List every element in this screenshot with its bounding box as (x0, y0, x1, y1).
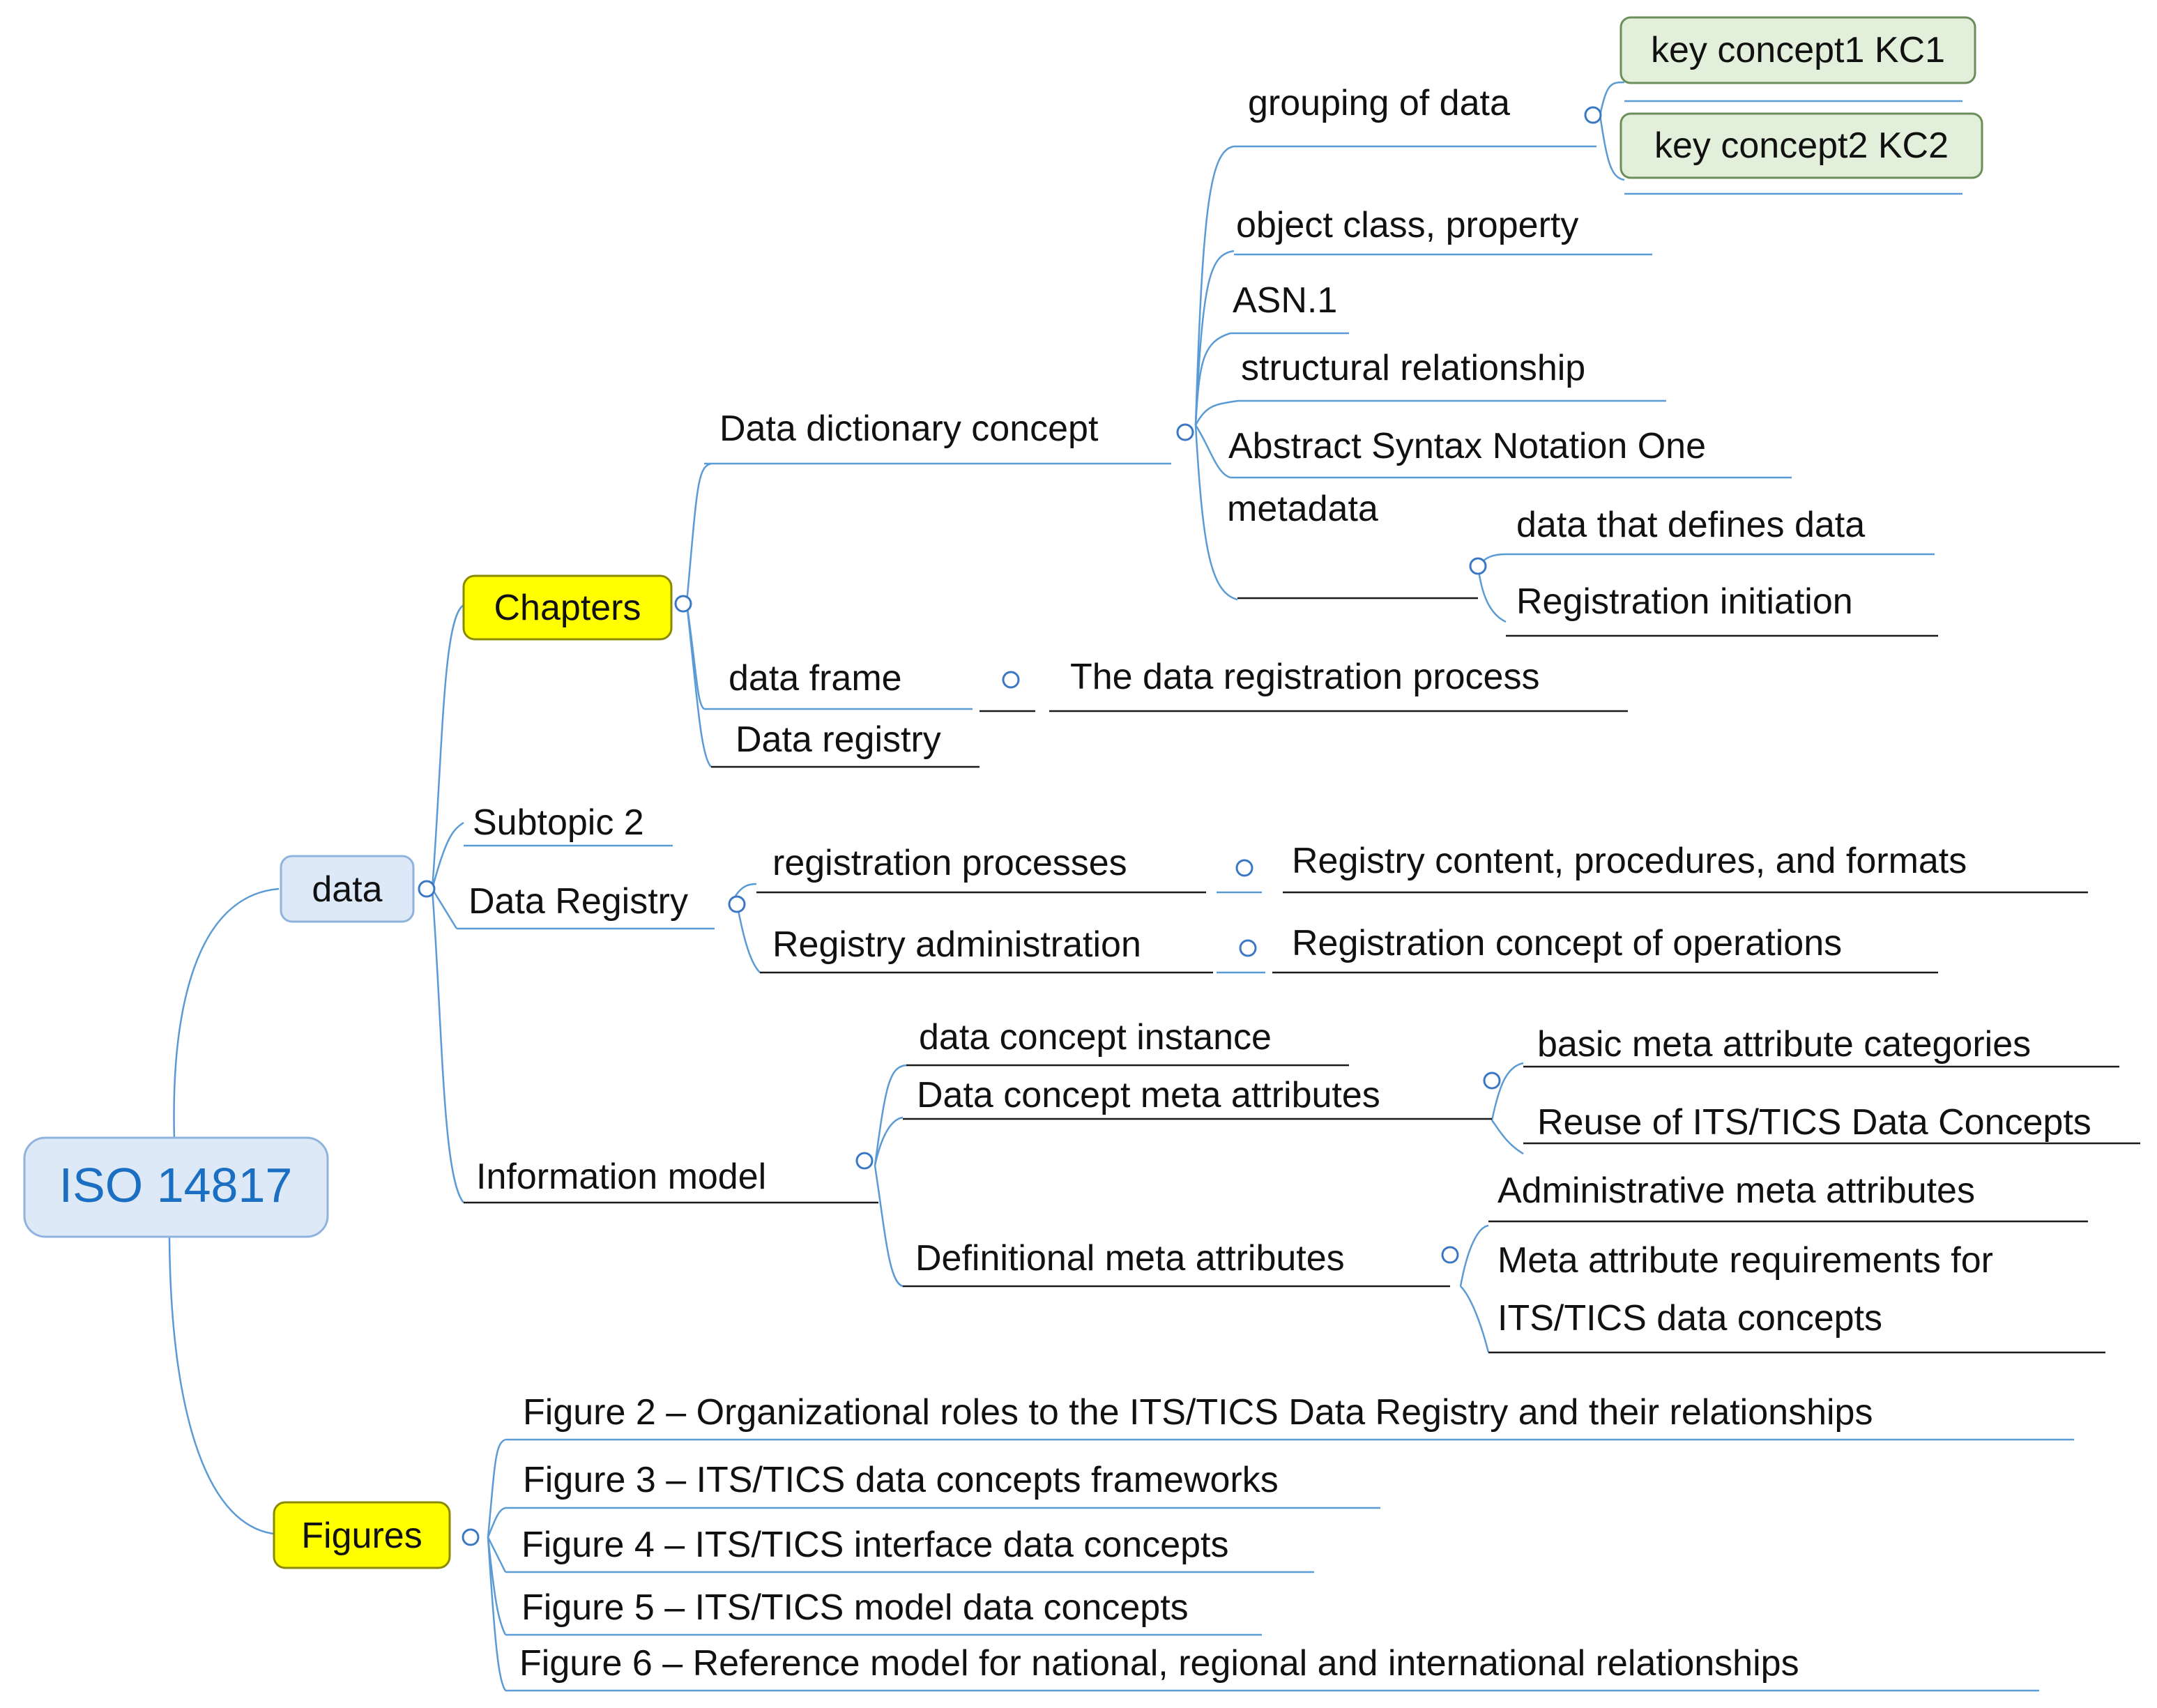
key-concept1-box[interactable]: key concept1 KC1 (1619, 16, 1976, 84)
collapse-dot-icon[interactable] (1441, 1246, 1459, 1264)
collapse-dot-icon[interactable] (1469, 557, 1487, 575)
node-grouping-of-data[interactable]: grouping of data (1248, 83, 1510, 123)
figure-item[interactable]: Figure 2 – Organizational roles to the I… (523, 1392, 1873, 1433)
collapse-dot-icon[interactable] (674, 595, 692, 613)
collapse-dot-icon[interactable] (1002, 671, 1020, 689)
node-registration-concept-ops[interactable]: Registration concept of operations (1292, 923, 1842, 963)
figure-item[interactable]: Figure 4 – ITS/TICS interface data conce… (521, 1525, 1228, 1565)
collapse-dot-icon[interactable] (1235, 859, 1253, 877)
node-administrative-meta-attributes[interactable]: Administrative meta attributes (1497, 1171, 1975, 1211)
node-data-frame[interactable]: data frame (729, 658, 902, 699)
node-registry-content[interactable]: Registry content, procedures, and format… (1292, 841, 1967, 881)
collapse-dots (418, 106, 1602, 1546)
node-metadata[interactable]: metadata (1227, 489, 1378, 529)
collapse-dot-icon[interactable] (418, 880, 436, 898)
node-information-model[interactable]: Information model (476, 1157, 766, 1197)
node-abstract-syntax-notation-one[interactable]: Abstract Syntax Notation One (1228, 426, 1706, 466)
node-meta-attribute-requirements-line2[interactable]: ITS/TICS data concepts (1497, 1298, 1882, 1339)
collapse-dot-icon[interactable] (462, 1528, 480, 1546)
connectors (168, 81, 1625, 1691)
node-asn1[interactable]: ASN.1 (1233, 280, 1337, 321)
figure-item[interactable]: Figure 6 – Reference model for national,… (519, 1643, 1799, 1684)
node-data-registration-process[interactable]: The data registration process (1070, 657, 1539, 697)
figure-item[interactable]: Figure 5 – ITS/TICS model data concepts (521, 1587, 1189, 1628)
key-concept2-box[interactable]: key concept2 KC2 (1619, 112, 1983, 179)
node-data-registry[interactable]: Data Registry (468, 881, 688, 922)
node-definitional-meta-attributes[interactable]: Definitional meta attributes (915, 1238, 1345, 1279)
topic-chapters[interactable]: Chapters (462, 574, 673, 641)
root-label: ISO 14817 (59, 1158, 293, 1212)
topic-chapters-label: Chapters (494, 588, 641, 628)
topic-figures-label: Figures (301, 1516, 422, 1556)
collapse-dot-icon[interactable] (1584, 106, 1602, 124)
node-registration-initiation[interactable]: Registration initiation (1516, 581, 1853, 622)
node-object-class-property[interactable]: object class, property (1236, 205, 1578, 245)
node-data-concept-instance[interactable]: data concept instance (919, 1017, 1272, 1058)
key-concept2-label: key concept2 KC2 (1654, 125, 1949, 166)
key-concept1-label: key concept1 KC1 (1651, 30, 1945, 70)
figure-item[interactable]: Figure 3 – ITS/TICS data concepts framew… (523, 1460, 1279, 1500)
collapse-dot-icon[interactable] (855, 1152, 874, 1170)
topic-figures[interactable]: Figures (273, 1501, 451, 1569)
labels: grouping of data object class, property … (468, 83, 2091, 1684)
collapse-dot-icon[interactable] (1483, 1072, 1501, 1090)
root-node[interactable]: ISO 14817 (23, 1136, 329, 1238)
node-data-concept-meta-attributes[interactable]: Data concept meta attributes (917, 1075, 1380, 1115)
node-reuse-its-tics[interactable]: Reuse of ITS/TICS Data Concepts (1537, 1102, 2091, 1143)
node-registration-processes[interactable]: registration processes (772, 843, 1127, 883)
node-structural-relationship[interactable]: structural relationship (1241, 348, 1585, 388)
node-meta-attribute-requirements-line1[interactable]: Meta attribute requirements for (1497, 1240, 1993, 1281)
collapse-dot-icon[interactable] (728, 895, 746, 913)
collapse-dot-icon[interactable] (1239, 939, 1257, 957)
node-subtopic-2[interactable]: Subtopic 2 (473, 802, 644, 843)
topic-data-label: data (312, 869, 382, 910)
topic-data[interactable]: data (280, 855, 415, 923)
underlines (457, 100, 2140, 1692)
collapse-dot-icon[interactable] (1176, 423, 1194, 441)
node-data-dictionary-concept[interactable]: Data dictionary concept (719, 409, 1099, 449)
node-registry-administration[interactable]: Registry administration (772, 924, 1141, 965)
node-data-registry-lower[interactable]: Data registry (735, 719, 941, 760)
node-basic-meta-attribute-categories[interactable]: basic meta attribute categories (1537, 1024, 2031, 1065)
node-data-that-defines-data[interactable]: data that defines data (1516, 505, 1865, 545)
